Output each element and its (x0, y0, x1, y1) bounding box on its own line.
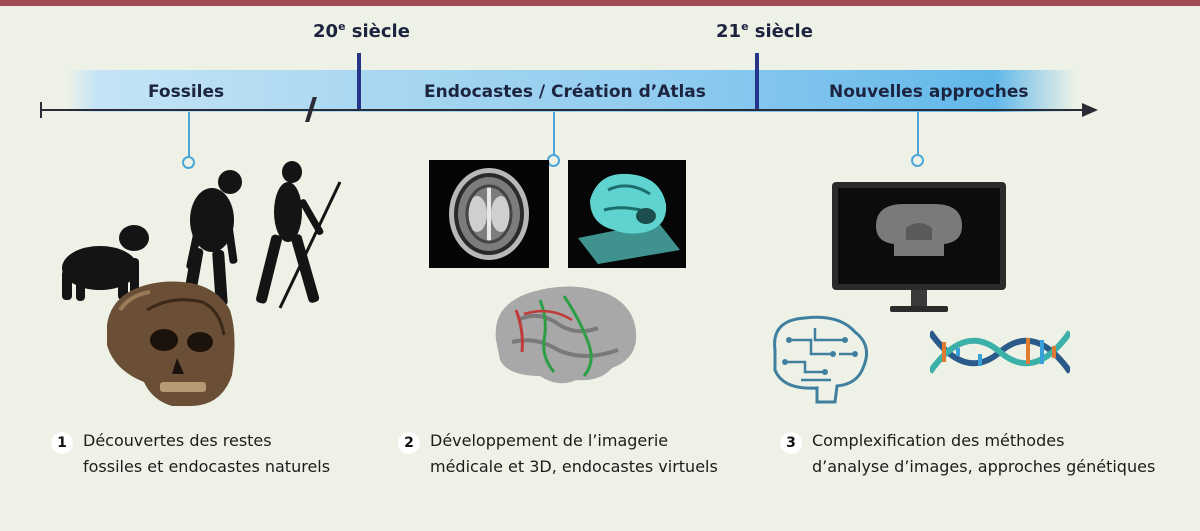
century-20-sup: e (338, 20, 346, 33)
spear-icon (278, 181, 342, 309)
connector-dot-1 (182, 156, 195, 169)
connector-dot-3 (911, 154, 924, 167)
connector-line-1 (188, 112, 190, 158)
century-20-word: siècle (345, 21, 410, 42)
timeline-start-tick (40, 102, 42, 118)
century-20-number: 20 (313, 21, 339, 42)
caption-2-text: Développement de l’imagerie médicale et … (430, 428, 718, 480)
caption-1-line-1: Découvertes des restes (83, 431, 272, 450)
ape-silhouette (62, 225, 149, 301)
fossil-skull-illustration (107, 281, 235, 406)
top-accent-bar (0, 0, 1200, 6)
century-21-word: siècle (748, 21, 813, 42)
caption-3-line-1: Complexification des méthodes (812, 431, 1065, 450)
century-21-number: 21 (716, 21, 742, 42)
connector-line-3 (917, 112, 919, 156)
century-label-21: 21e siècle (716, 20, 813, 42)
caption-2-line-1: Développement de l’imagerie (430, 431, 669, 450)
century-marker-20 (357, 53, 361, 109)
century-label-20: 20e siècle (313, 20, 410, 42)
dna-helix-icon (930, 330, 1070, 374)
era-label-new-approaches: Nouvelles approches (829, 82, 1029, 102)
3d-endocast-render-image (568, 160, 686, 268)
era-label-fossils: Fossiles (148, 82, 225, 102)
computer-monitor-image (832, 182, 1006, 312)
era-label-endocasts: Endocastes / Création d’Atlas (424, 82, 706, 102)
hominid-silhouette (183, 170, 242, 307)
human-silhouette (256, 161, 324, 304)
caption-3-line-2: d’analyse d’images, approches génétiques (812, 457, 1156, 476)
ai-brain-circuit-icon (773, 315, 869, 404)
connector-line-2 (553, 112, 555, 156)
evolution-silhouettes-illustration (62, 161, 342, 406)
mri-scan-image (429, 160, 549, 268)
caption-3-text: Complexification des méthodes d’analyse … (812, 428, 1155, 480)
century-marker-21 (755, 53, 759, 109)
century-21-sup: e (741, 20, 749, 33)
caption-2-number-badge: 2 (398, 432, 420, 454)
caption-1-text: Découvertes des restes fossiles et endoc… (83, 428, 330, 480)
axis-break-icon: // (305, 92, 317, 127)
caption-1-line-2: fossiles et endocastes naturels (83, 457, 331, 476)
caption-2-line-2: médicale et 3D, endocastes virtuels (430, 457, 718, 476)
caption-3-number-badge: 3 (780, 432, 802, 454)
brain-atlas-illustration (495, 286, 637, 384)
timeline-axis (40, 109, 1084, 111)
timeline-band (66, 70, 1076, 112)
caption-1-number-badge: 1 (51, 432, 73, 454)
timeline-arrow-icon (1082, 103, 1098, 117)
